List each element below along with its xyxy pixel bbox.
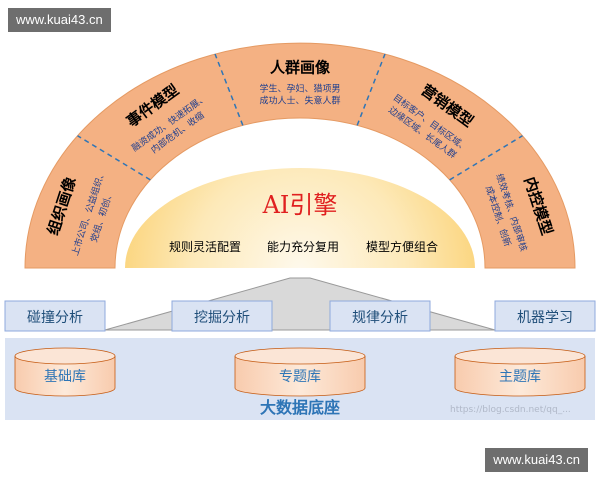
- ai-engine-dome: [125, 168, 475, 268]
- segment-detail-line: 成功人士、失意人群: [259, 95, 340, 107]
- tool-label-collision: 碰撞分析: [27, 310, 83, 326]
- ai-engine-title: AI引擎: [262, 191, 338, 219]
- tool-box-collision: [4, 300, 106, 332]
- tool-box-pattern: [329, 300, 431, 332]
- engine-feature-3: 模型方便组合: [366, 239, 438, 254]
- db-label-subject: 主题库: [499, 369, 541, 385]
- foundation-label: 大数据底座: [260, 398, 340, 417]
- arch-divider-2: [214, 53, 244, 126]
- tool-box-ml: [494, 300, 596, 332]
- analysis-trapezoid: [104, 277, 496, 331]
- tool-boxes: 碰撞分析 挖掘分析 规律分析 机器学习: [4, 300, 596, 332]
- segment-detail-line: 学生、孕妇、猎项男: [259, 83, 340, 95]
- application-arch: [24, 42, 576, 269]
- cylinder-basic-db: 基础库: [14, 347, 116, 397]
- watermark-top: www.kuai43.cn: [8, 8, 111, 32]
- faint-watermark: https://blog.csdn.net/qq_...: [450, 405, 571, 415]
- arch-dividers: [77, 53, 523, 181]
- arch-divider-3: [356, 53, 386, 126]
- tool-label-pattern: 规律分析: [352, 310, 408, 326]
- watermark-bottom: www.kuai43.cn: [485, 448, 588, 472]
- tool-label-ml: 机器学习: [517, 310, 573, 326]
- db-label-topic: 专题库: [279, 369, 321, 385]
- tool-label-mining: 挖掘分析: [194, 310, 250, 326]
- cylinder-subject-db: 主题库: [454, 347, 586, 397]
- segment-title: 人群画像: [270, 59, 331, 77]
- tool-box-mining: [171, 300, 273, 332]
- engine-feature-1: 规则灵活配置: [169, 239, 241, 254]
- engine-feature-2: 能力充分复用: [267, 239, 339, 254]
- db-label-basic: 基础库: [44, 368, 86, 385]
- cylinder-topic-db: 专题库: [234, 347, 366, 397]
- database-cylinders: 基础库 专题库 主题库: [14, 347, 586, 397]
